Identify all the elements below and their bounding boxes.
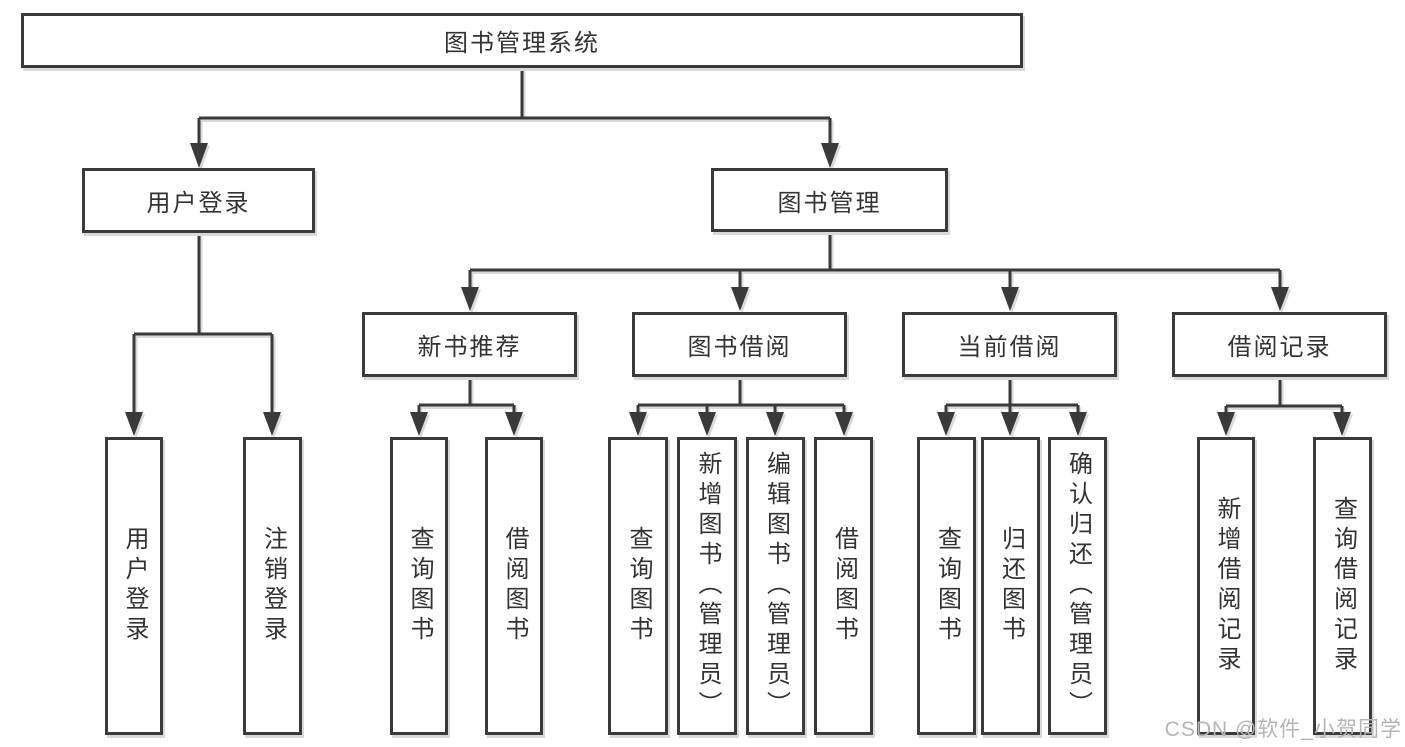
- leaf-borrowing-edit-books-admin: 编辑图书（管理员）: [746, 437, 805, 735]
- leaf-user-login-label: 用户登录: [121, 526, 148, 646]
- leaf-borrowing-borrow-books-label: 借阅图书: [830, 526, 858, 646]
- leaf-newrec-borrow-books-label: 借阅图书: [501, 526, 528, 646]
- leaf-borrowing-add-books-admin-label: 新增图书（管理员）: [694, 451, 721, 721]
- leaf-records-add-record: 新增借阅记录: [1197, 437, 1255, 735]
- node-current-borrowing: 当前借阅: [902, 312, 1117, 377]
- leaf-current-return-books: 归还图书: [981, 437, 1040, 735]
- leaf-current-query-books: 查询图书: [917, 437, 976, 735]
- node-borrowing-records: 借阅记录: [1172, 312, 1387, 377]
- leaf-logout: 注销登录: [243, 437, 302, 735]
- leaf-current-confirm-return-admin: 确认归还（管理员）: [1048, 437, 1107, 735]
- csdn-watermark: CSDN @软件_小贺同学: [1164, 718, 1402, 741]
- leaf-borrowing-query-books: 查询图书: [608, 437, 668, 735]
- leaf-logout-label: 注销登录: [259, 526, 287, 646]
- leaf-user-login: 用户登录: [105, 437, 163, 735]
- node-new-book-recommend: 新书推荐: [362, 312, 577, 377]
- leaf-borrowing-query-books-label: 查询图书: [625, 526, 652, 646]
- node-current-borrowing-label: 当前借阅: [957, 334, 1062, 361]
- node-borrowing-records-label: 借阅记录: [1227, 334, 1332, 361]
- node-user-login-branch-label: 用户登录: [146, 190, 251, 217]
- leaf-newrec-query-books: 查询图书: [390, 437, 448, 735]
- node-root-label: 图书管理系统: [444, 30, 600, 57]
- leaf-records-add-record-label: 新增借阅记录: [1213, 496, 1240, 676]
- node-book-management-label: 图书管理: [777, 189, 882, 217]
- leaf-current-return-books-label: 归还图书: [997, 526, 1025, 646]
- node-user-login-branch: 用户登录: [82, 168, 315, 233]
- leaf-borrowing-edit-books-admin-label: 编辑图书（管理员）: [762, 451, 790, 721]
- leaf-borrowing-borrow-books: 借阅图书: [814, 437, 873, 735]
- leaf-records-query-record-label: 查询借阅记录: [1329, 496, 1357, 676]
- leaf-records-query-record: 查询借阅记录: [1313, 437, 1372, 735]
- node-book-borrowing: 图书借阅: [632, 312, 847, 377]
- node-book-borrowing-label: 图书借阅: [687, 334, 792, 361]
- leaf-current-confirm-return-admin-label: 确认归还（管理员）: [1064, 451, 1092, 721]
- leaf-borrowing-add-books-admin: 新增图书（管理员）: [677, 437, 737, 735]
- leaf-newrec-borrow-books: 借阅图书: [485, 437, 543, 735]
- node-new-book-recommend-label: 新书推荐: [417, 334, 522, 361]
- node-root: 图书管理系统: [21, 13, 1023, 68]
- node-book-management: 图书管理: [711, 168, 948, 232]
- leaf-newrec-query-books-label: 查询图书: [406, 526, 433, 646]
- leaf-current-query-books-label: 查询图书: [933, 526, 961, 646]
